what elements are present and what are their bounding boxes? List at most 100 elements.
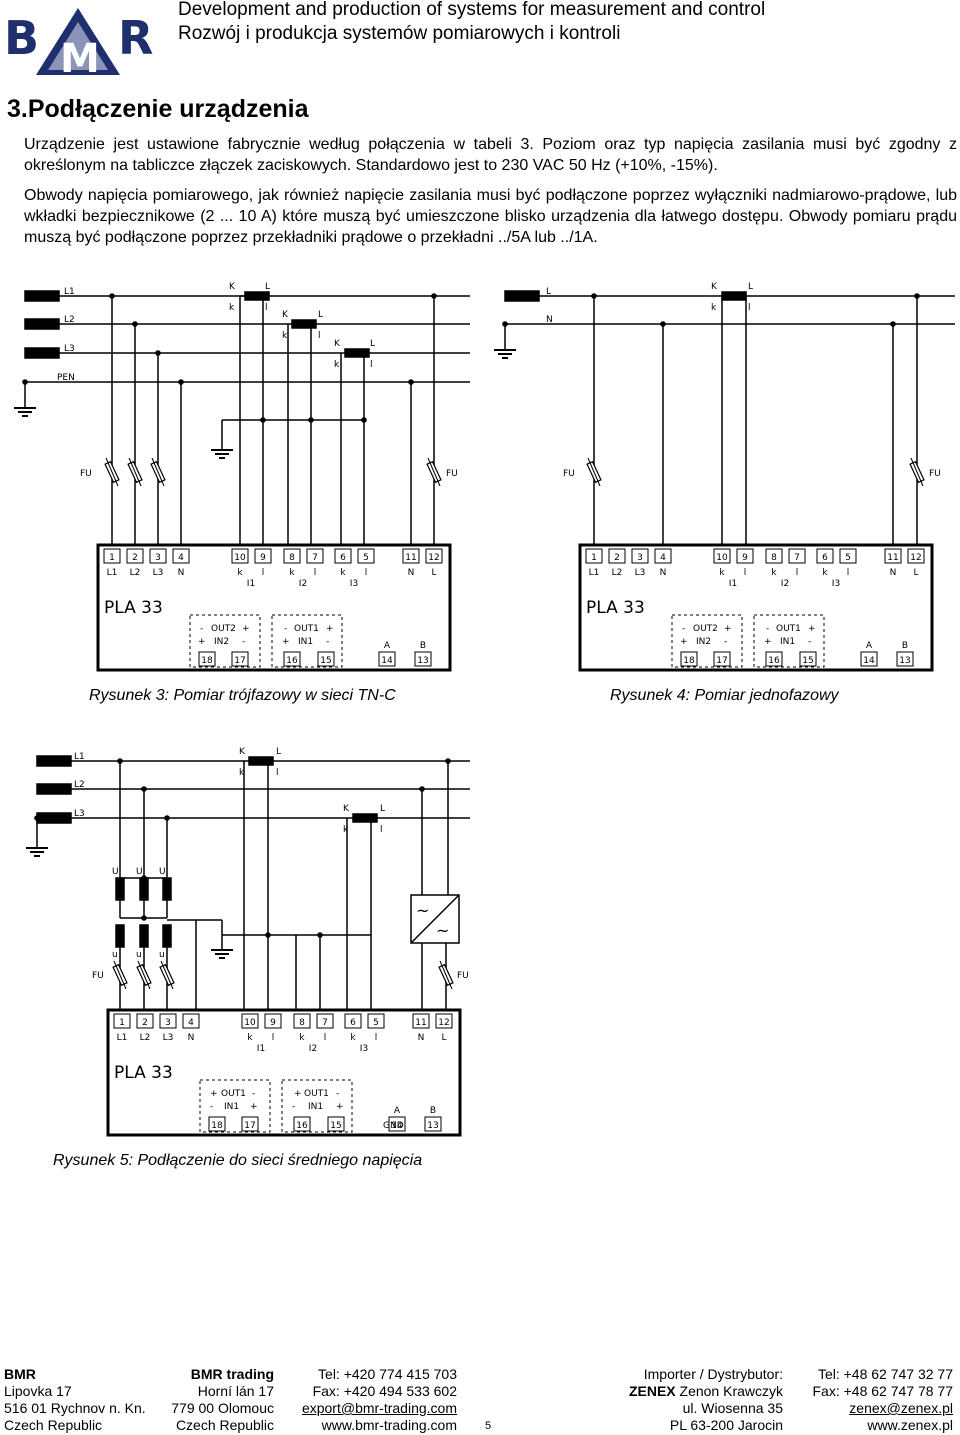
device-5-terminal-bottom-number-18: 18 (211, 1121, 223, 1131)
device-5-terminal-top-8 (293, 1013, 311, 1029)
device-4-terminal-label-3: N (660, 568, 667, 578)
svg-text:N: N (546, 315, 553, 325)
device-3-terminal-top-1 (103, 548, 121, 564)
device-3-terminal-label-0: L1 (107, 568, 118, 578)
device-4-terminal-top-9 (736, 548, 754, 564)
footer-bmr-web-link[interactable]: www.bmr-trading.com (321, 1417, 457, 1433)
device-4-terminal-label-11: L (913, 568, 918, 578)
device-4-in1-label: IN1 (780, 637, 795, 647)
device-5-terminal-label-11: L (441, 1033, 446, 1043)
device-3-label-b: B (420, 641, 426, 651)
footer-bmr-email-link[interactable]: export@bmr-trading.com (301, 1400, 457, 1416)
device-3-terminal-label-4: k (237, 568, 243, 578)
svg-text:L: L (380, 804, 385, 814)
device-3-terminal-number-12: 12 (428, 553, 439, 563)
svg-text:L: L (370, 339, 375, 349)
device-5-terminal-bottom-number-15: 15 (330, 1121, 341, 1131)
device-3-terminal-bottom-16 (283, 651, 301, 667)
device-5-terminal-top-7 (316, 1013, 334, 1029)
footer-zenex-web-link[interactable]: www.zenex.pl (867, 1417, 953, 1433)
device-4-terminal-top-10 (713, 548, 731, 564)
device-5-current-label-2: I2 (309, 1044, 317, 1054)
device-5-terminal-top-12 (435, 1013, 453, 1029)
device-3-terminal-label-10: N (408, 568, 415, 578)
device-3-terminal-top-5 (357, 548, 375, 564)
device-4-in-plus: + (680, 637, 688, 647)
svg-text:FU: FU (92, 971, 104, 981)
device-3-terminal-bottom-number-14: 14 (381, 656, 393, 666)
device-4-terminal-label-8: k (822, 568, 828, 578)
device-3-terminal-bottom-17 (231, 651, 249, 667)
footer-bmr-trading: BMR trading Horní lán 17 779 00 Olomouc … (168, 1366, 274, 1434)
device-5-out1-minus: + (294, 1089, 302, 1099)
footer-bmr: BMR Lipovka 17 516 01 Rychnov n. Kn. Cze… (4, 1366, 146, 1434)
device-5-terminal-number-2: 2 (142, 1018, 148, 1028)
device-4-terminal-top-2 (608, 548, 626, 564)
device-5-terminal-number-4: 4 (188, 1018, 194, 1028)
device-5-in1-label: IN1 (308, 1102, 323, 1112)
device-4-current-label-2: I2 (781, 579, 789, 589)
device-4-out-minus: - (682, 624, 685, 634)
device-4-terminal-label-6: k (771, 568, 777, 578)
device-4-terminal-bottom-18 (680, 651, 698, 667)
device-5-terminal-number-3: 3 (165, 1018, 171, 1028)
device-3-terminal-number-5: 5 (363, 553, 369, 563)
svg-text:k: k (239, 768, 245, 778)
device-5-terminal-label-9: l (375, 1033, 378, 1043)
device-5-in1-plus: - (292, 1102, 295, 1112)
footer-zenex-owner: Zenon Krawczyk (675, 1383, 784, 1399)
device-4-terminal-top-6 (816, 548, 834, 564)
device-3-terminal-number-4: 4 (178, 553, 184, 563)
device-5-terminal-number-6: 6 (350, 1018, 356, 1028)
device-5-terminal-bottom-number-16: 16 (296, 1121, 308, 1131)
device-4-name: PLA 33 (586, 598, 645, 618)
svg-text:L2: L2 (64, 315, 75, 325)
device-3-terminal-number-7: 7 (312, 553, 318, 563)
device-5-out-label: OUT1 (221, 1089, 246, 1099)
device-5-current-label-1: I1 (257, 1044, 265, 1054)
device-5-terminal-label-8: k (350, 1033, 356, 1043)
device-3-current-label-2: I2 (299, 579, 307, 589)
footer-trading-country: Czech Republic (175, 1417, 274, 1433)
svg-text:l: l (276, 768, 279, 778)
svg-text:K: K (343, 804, 350, 814)
device-3-terminal-top-3 (149, 548, 167, 564)
device-4-label-a: A (866, 641, 873, 651)
device-5-label-b: B (430, 1106, 436, 1116)
device-5-terminal-top-4 (182, 1013, 200, 1029)
svg-text:L: L (546, 287, 551, 297)
device-4-out-label: OUT2 (693, 624, 718, 634)
device-3-out-plus: + (242, 624, 250, 634)
device-4-terminal-top-1 (585, 548, 603, 564)
device-4-terminal-bottom-number-13: 13 (899, 656, 910, 666)
device-3-terminal-number-2: 2 (132, 553, 138, 563)
device-4-terminal-bottom-16 (765, 651, 783, 667)
device-3-terminal-number-1: 1 (109, 553, 115, 563)
svg-text:K: K (282, 310, 289, 320)
device-3-terminal-bottom-number-18: 18 (201, 656, 213, 666)
header-tagline-en: Development and production of systems fo… (178, 0, 766, 20)
device-5-terminal-top-5 (367, 1013, 385, 1029)
svg-text:L: L (318, 310, 323, 320)
footer-zenex-email-link[interactable]: zenex@zenex.pl (849, 1400, 953, 1416)
device-4-terminal-bottom-number-16: 16 (768, 656, 780, 666)
device-5-out-minus: - (252, 1089, 255, 1099)
paragraph-1: Urządzenie jest ustawione fabrycznie wed… (24, 136, 957, 174)
device-4-terminal-top-7 (788, 548, 806, 564)
svg-text:FU: FU (563, 469, 575, 479)
device-4-label-b: B (902, 641, 908, 651)
device-4-out1-label: OUT1 (776, 624, 801, 634)
device-4-terminal-label-2: L3 (635, 568, 646, 578)
device-4-in1-plus: + (764, 637, 772, 647)
paragraph-2: Obwody napięcia pomiarowego, jak również… (24, 187, 957, 246)
device-3-terminal-bottom-15 (317, 651, 335, 667)
device-5-terminal-label-6: k (299, 1033, 305, 1043)
device-3-terminal-bottom-number-13: 13 (417, 656, 428, 666)
device-3-label-a: A (384, 641, 391, 651)
device-3-terminal-top-12 (425, 548, 443, 564)
device-4-in1-minus: - (808, 637, 811, 647)
device-5-terminal-bottom-16 (293, 1116, 311, 1132)
device-3-terminal-bottom-number-15: 15 (320, 656, 331, 666)
